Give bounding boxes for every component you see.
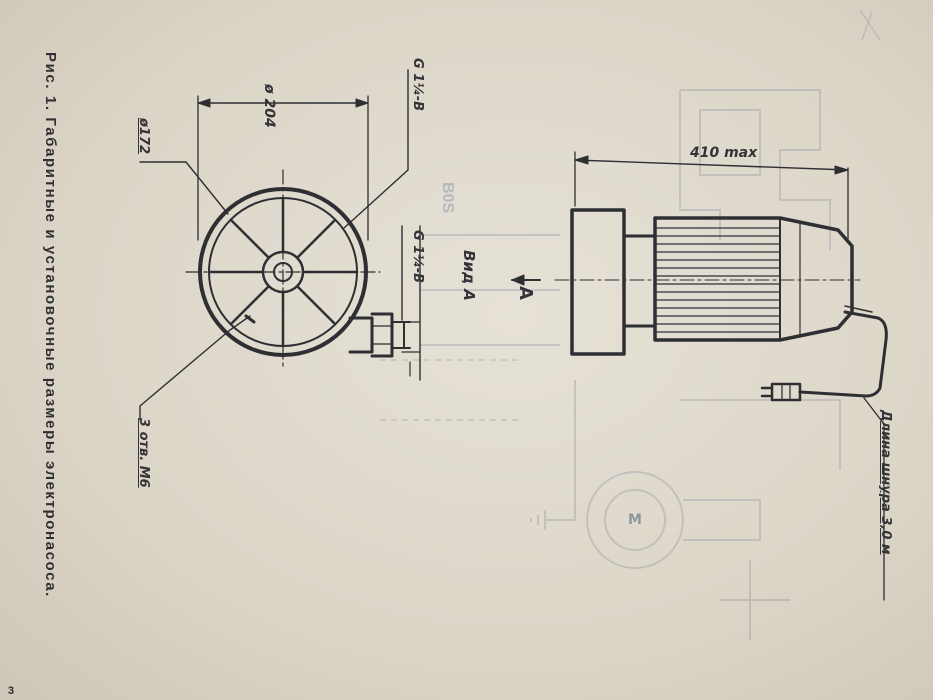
mounting-holes-label: 3 отв. М6 [136,418,151,488]
pump-head [570,208,626,356]
plug [770,382,802,402]
thread-label-upper: G 1¼-B [410,58,425,112]
overall-length-label: 410 max [690,145,758,161]
view-arrow-label: А [515,286,536,300]
dimension-outer-diameter: ø 204 [261,84,277,128]
view-a-label: Вид А [460,250,478,301]
page-number: 3 [8,685,15,697]
figure-caption: Рис. 1. Габаритные и установочные размер… [42,52,59,598]
cord-length-label: Длина шнура 3,0 м [878,410,893,555]
side-view [511,151,888,601]
thread-label-lower: G 1¼-B [410,230,425,284]
front-view [139,69,421,421]
dimension-bolt-circle: ø172 [136,118,151,155]
bleed-motor-letter: М [628,512,642,528]
